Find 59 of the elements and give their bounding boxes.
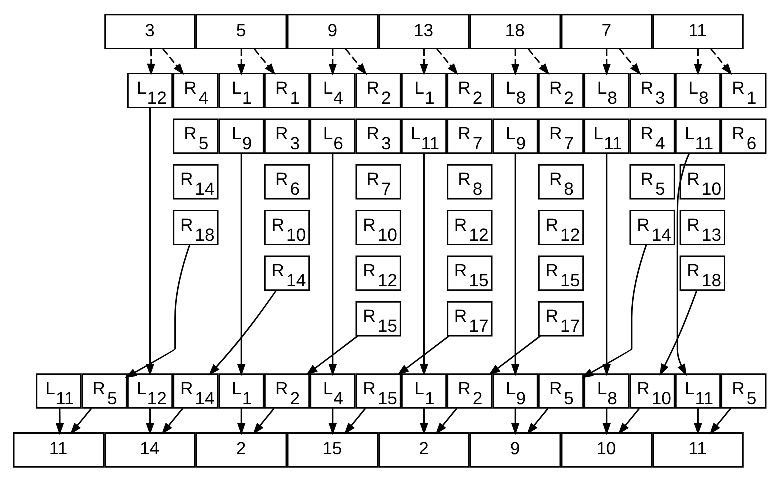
arrow: [162, 48, 184, 76]
node-box: 3: [104, 14, 196, 50]
arrow: [420, 408, 428, 436]
arrow: [70, 408, 92, 435]
arrow: [511, 49, 520, 76]
arrow: [253, 408, 275, 435]
arrow: [582, 245, 648, 378]
arrow: [397, 336, 450, 376]
node-box: 18: [470, 14, 562, 50]
node-box: 2: [378, 432, 470, 468]
arrow: [694, 408, 702, 436]
arrow: [618, 408, 640, 435]
arrow: [345, 48, 368, 76]
arrow: [328, 49, 338, 76]
arrow: [254, 48, 276, 76]
arrow: [602, 408, 612, 436]
node-box: 2: [196, 432, 288, 468]
node-box: 11: [13, 432, 105, 468]
arrow: [488, 336, 541, 376]
node-box: 10: [561, 432, 653, 468]
arrow: [710, 408, 732, 435]
arrow: [237, 49, 246, 76]
arrow: [676, 153, 690, 376]
arrow: [208, 290, 277, 376]
arrow: [511, 154, 520, 376]
arrow: [710, 48, 732, 76]
arrow: [619, 48, 642, 76]
arrow: [56, 408, 64, 436]
node-box: 15: [287, 432, 379, 468]
node-box: 13: [378, 14, 470, 50]
arrow: [162, 408, 184, 435]
arrow: [147, 49, 156, 76]
arrow: [328, 154, 338, 376]
node-box: 7: [561, 14, 653, 50]
arrow: [306, 336, 358, 376]
arrow: [125, 245, 191, 378]
arrow: [528, 48, 550, 76]
node-box: 14: [104, 432, 196, 468]
arrow: [146, 108, 154, 376]
node-box: 9: [470, 432, 562, 468]
arrow: [660, 290, 698, 376]
node-box: 5: [196, 14, 288, 50]
arrow: [436, 48, 458, 76]
node-box: 9: [287, 14, 379, 50]
arrow: [344, 408, 366, 435]
arrow: [602, 154, 612, 376]
node-box: 11: [652, 432, 744, 468]
arrow: [436, 408, 458, 435]
arrow: [237, 408, 246, 436]
arrow: [420, 49, 428, 76]
arrow: [694, 49, 702, 76]
arrow: [420, 154, 428, 376]
arrow: [527, 408, 549, 435]
arrow: [602, 49, 612, 76]
arrow: [328, 408, 338, 436]
node-box: 11: [652, 14, 744, 50]
arrow: [237, 154, 246, 376]
arrow: [511, 408, 520, 436]
arrow: [146, 408, 154, 436]
